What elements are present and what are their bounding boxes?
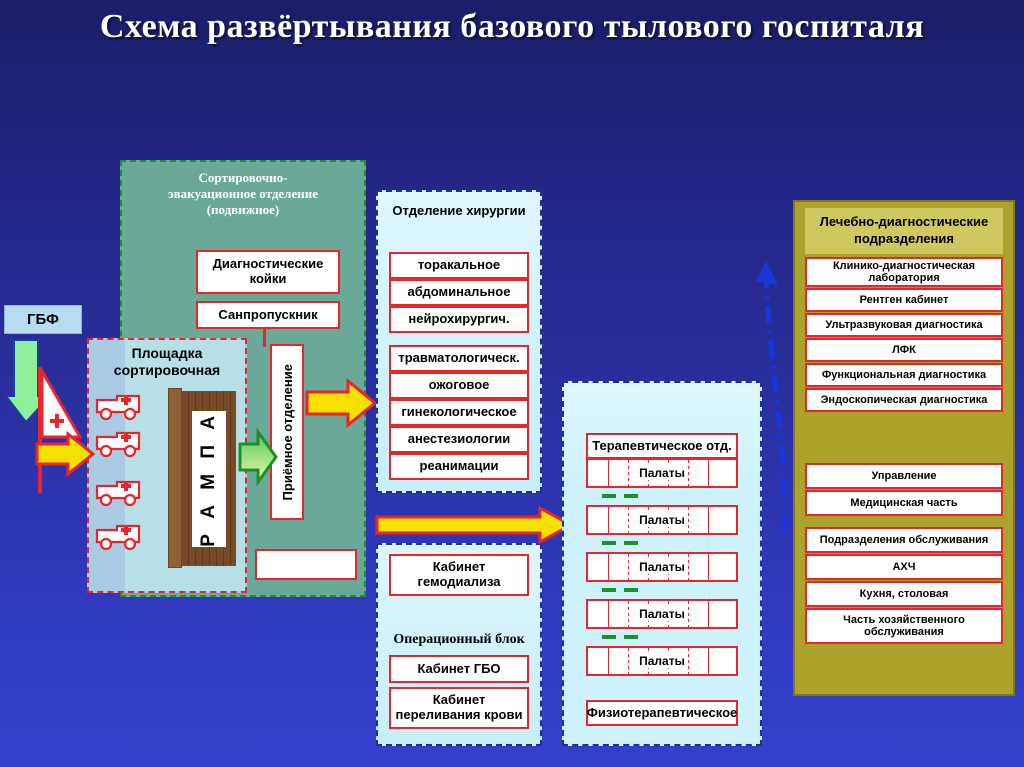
diagnostic-beds-box[interactable]: Диагностические койки — [196, 250, 340, 294]
surgery-department-title: Отделение хирургии — [392, 203, 526, 218]
ward-row[interactable]: Палаты — [586, 646, 738, 676]
page-title: Схема развёртывания базового тылового го… — [99, 8, 925, 45]
admin-item-kitchen[interactable]: Кухня, столовая — [805, 581, 1003, 607]
diagnostics-title: Лечебно-диагностические подразделения — [805, 213, 1003, 247]
ramp-label: Р А М П А — [198, 411, 219, 547]
diagnostics-item-functional[interactable]: Функциональная диагностика — [805, 363, 1003, 387]
ward-label: Палаты — [636, 466, 688, 480]
admin-item-medical-unit[interactable]: Медицинская часть — [805, 490, 1003, 516]
yellow-right-arrow-icon — [35, 430, 96, 478]
ambulance-icon — [95, 431, 141, 458]
surgery-item-neurosurgery[interactable]: нейрохирургич. — [389, 306, 529, 333]
sanitary-checkpoint-box[interactable]: Санпропускник — [196, 301, 340, 329]
admin-item-service-units[interactable]: Подразделения обслуживания — [805, 527, 1003, 553]
ambulance-icon — [95, 480, 141, 507]
ward-separator-dash — [602, 635, 616, 639]
ward-row[interactable]: Палаты — [586, 505, 738, 535]
surgery-item-resuscitation[interactable]: реанимации — [389, 453, 529, 480]
operating-item-blood-transfusion[interactable]: Кабинет переливания крови — [389, 687, 529, 729]
ward-row[interactable]: Палаты — [586, 552, 738, 582]
diagnostics-title-background — [805, 208, 1003, 254]
diagnostics-title-line-2: подразделения — [854, 231, 954, 246]
triage-evacuation-title: Сортировочно- эвакуационное отделение (п… — [132, 170, 354, 218]
reception-department-label: Приёмное отделение — [279, 363, 295, 501]
empty-box[interactable] — [255, 549, 357, 580]
sorting-ground-title-line-2: сортировочная — [113, 362, 221, 378]
hemodialysis-box[interactable]: Кабинет гемодиализа — [389, 554, 529, 596]
triage-title-line-1: Сортировочно- — [198, 170, 288, 185]
ramp-edge — [168, 388, 182, 568]
ambulance-icon — [95, 394, 141, 421]
ramp: Р А М П А — [168, 388, 236, 568]
diagnostics-item-endoscopic[interactable]: Эндоскопическая диагностика — [805, 388, 1003, 412]
ramp-label-box: Р А М П А — [192, 411, 226, 547]
ward-label: Палаты — [636, 654, 688, 668]
ward-separator-dash — [624, 635, 638, 639]
surgery-item-thoracic[interactable]: торакальное — [389, 252, 529, 279]
operating-item-gbo[interactable]: Кабинет ГБО — [389, 655, 529, 683]
ward-label: Палаты — [636, 560, 688, 574]
ward-separator-dash — [624, 541, 638, 545]
diagnostics-item-ultrasound[interactable]: Ультразвуковая диагностика — [805, 313, 1003, 337]
admin-item-management[interactable]: Управление — [805, 463, 1003, 489]
ward-separator-dash — [602, 541, 616, 545]
diagnostics-item-xray[interactable]: Рентген кабинет — [805, 288, 1003, 312]
blue-dash-dot-arrow-icon — [756, 261, 788, 534]
ambulance-icon — [95, 524, 141, 551]
diagnostics-title-line-1: Лечебно-диагностические — [819, 214, 989, 229]
green-right-arrow-icon — [238, 428, 278, 486]
gbf-box[interactable]: ГБФ — [4, 305, 82, 334]
surgery-item-abdominal[interactable]: абдоминальное — [389, 279, 529, 306]
ward-label: Палаты — [636, 513, 688, 527]
checkpoint-connector-line — [263, 329, 266, 347]
surgery-item-anesthesiology[interactable]: анестезиологии — [389, 426, 529, 453]
diagnostics-item-laboratory[interactable]: Клинико-диагностическая лаборатория — [805, 257, 1003, 287]
ward-separator-dash — [602, 494, 616, 498]
therapy-department-header: Терапевтическое отд. — [586, 433, 738, 459]
ward-separator-dash — [624, 494, 638, 498]
reception-department-box[interactable]: Приёмное отделение — [270, 344, 304, 520]
yellow-long-right-arrow-icon — [375, 505, 574, 545]
admin-item-ahch[interactable]: АХЧ — [805, 554, 1003, 580]
triage-title-line-2: эвакуационное отделение — [168, 186, 318, 201]
ward-label: Палаты — [636, 607, 688, 621]
surgery-item-traumatology[interactable]: травматологическ. — [389, 345, 529, 372]
triage-title-line-3: (подвижное) — [206, 202, 280, 217]
sorting-ground-title: Площадка сортировочная — [92, 345, 242, 379]
physiotherapy-box[interactable]: Физиотерапевтическое — [586, 700, 738, 726]
ward-row[interactable]: Палаты — [586, 599, 738, 629]
ward-separator-dash — [602, 588, 616, 592]
ward-separator-dash — [624, 588, 638, 592]
sorting-ground-title-line-1: Площадка — [131, 345, 203, 361]
red-cross-flag-icon — [38, 365, 83, 493]
surgery-item-gynecology[interactable]: гинекологическое — [389, 399, 529, 426]
admin-item-household-service[interactable]: Часть хозяйственного обслуживания — [805, 608, 1003, 644]
surgery-item-burns[interactable]: ожоговое — [389, 372, 529, 399]
operating-block-title: Операционный блок — [393, 632, 525, 647]
yellow-right-arrow-icon — [305, 378, 378, 428]
ward-row[interactable]: Палаты — [586, 458, 738, 488]
diagnostics-item-lfk[interactable]: ЛФК — [805, 338, 1003, 362]
